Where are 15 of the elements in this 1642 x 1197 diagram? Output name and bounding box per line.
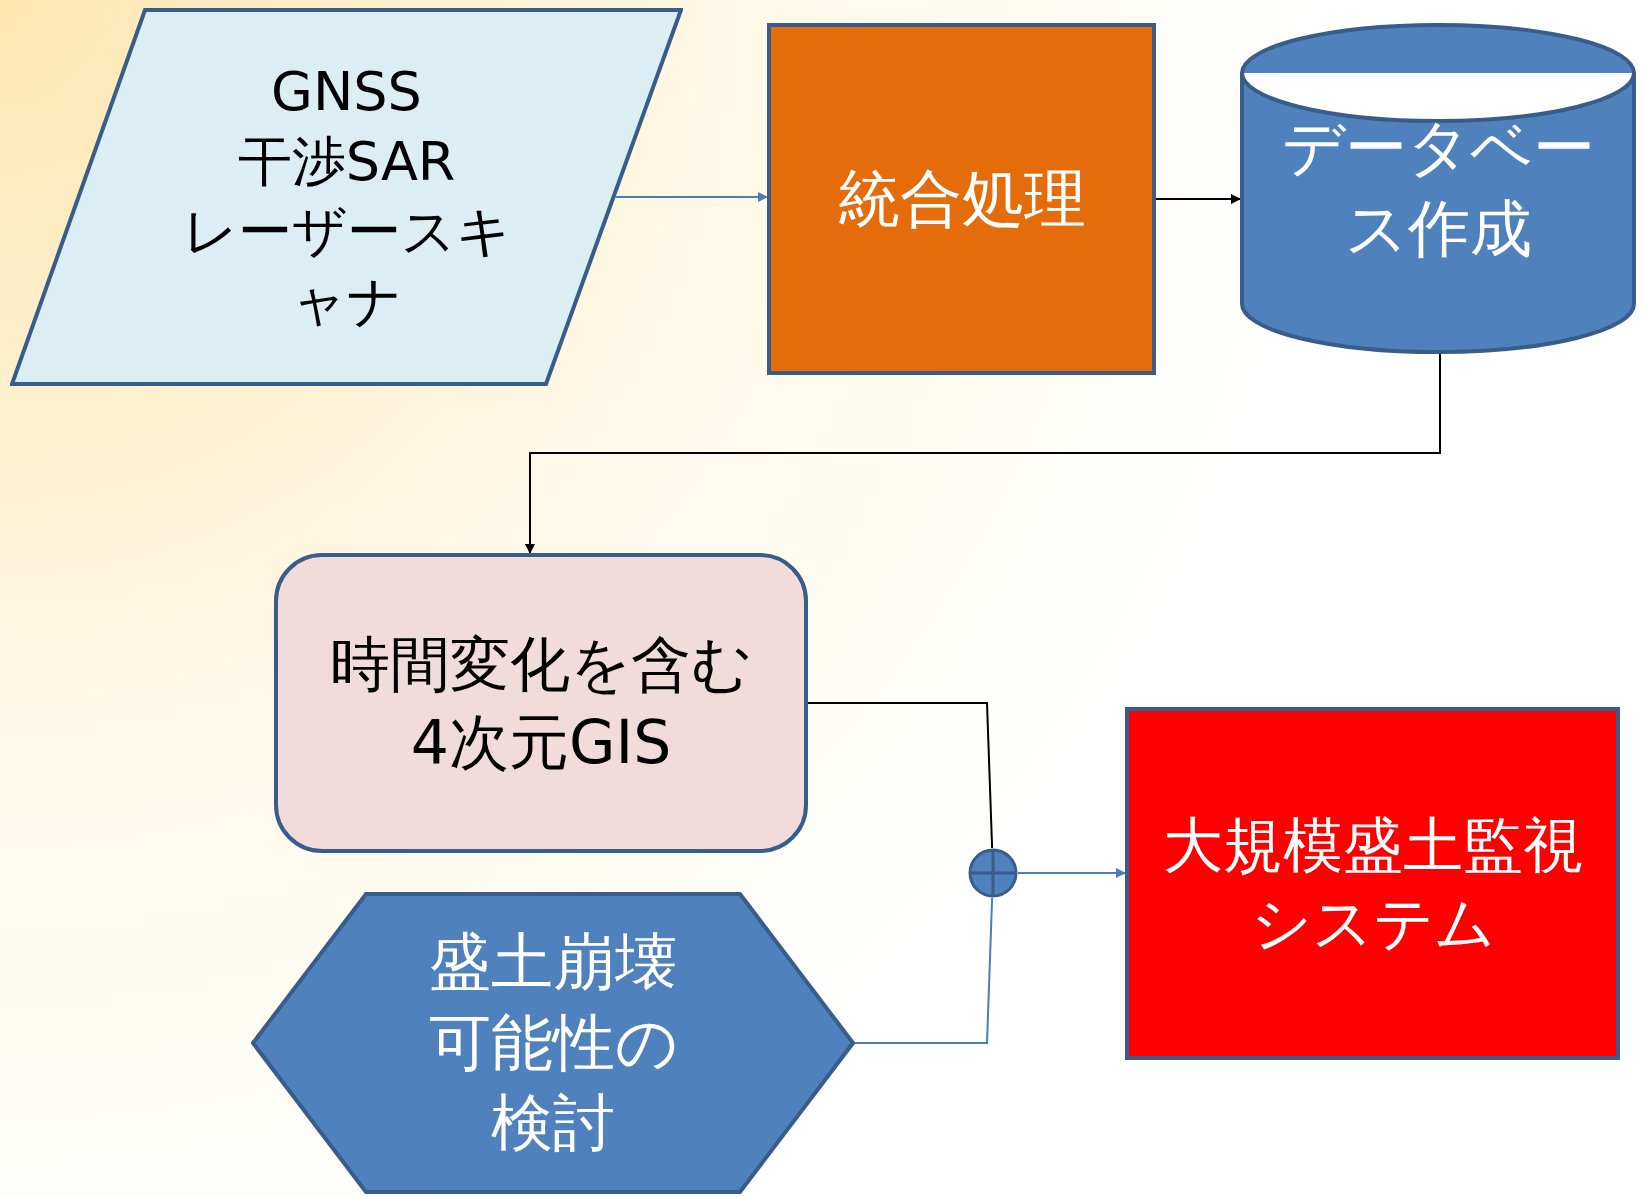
rounded-box <box>274 553 808 853</box>
node-text: 大規模盛土監視システム <box>1162 808 1583 960</box>
node-text: レーザースキャナ <box>181 199 512 336</box>
node-text: 時間変化を含む4次元GIS <box>329 628 753 779</box>
connector-arrow <box>614 192 768 202</box>
node-text: 統合処理 <box>837 160 1086 237</box>
node-text: 盛土崩壊可能性の検討 <box>427 924 679 1162</box>
process-box <box>767 23 1156 375</box>
node-text: データベース作成 <box>1280 109 1596 267</box>
node-text: 干渉SAR <box>237 128 456 195</box>
node-text: GNSS <box>271 58 422 125</box>
process-box <box>1125 707 1620 1060</box>
connector-arrow <box>525 353 1441 554</box>
connector-arrow <box>1155 194 1241 204</box>
connector-arrow <box>1017 868 1126 878</box>
